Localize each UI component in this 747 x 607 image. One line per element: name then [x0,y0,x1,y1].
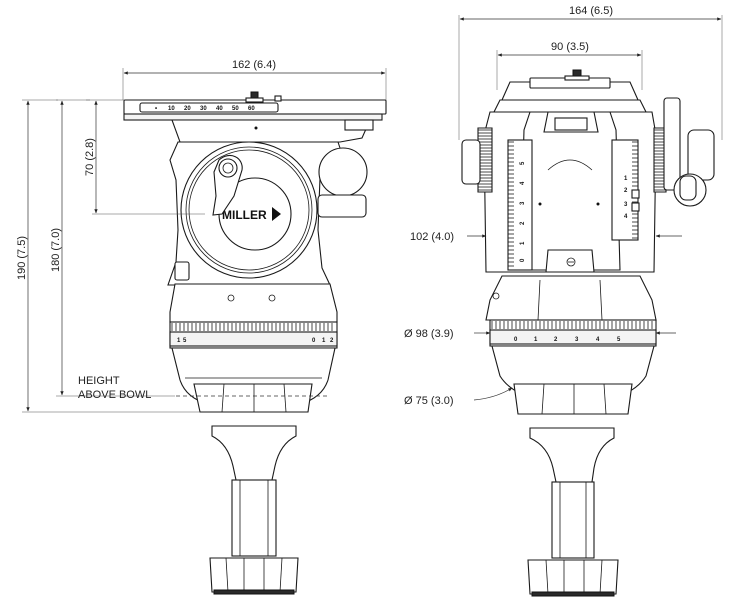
drag-knob [212,155,243,216]
ring-mark: 0 [514,337,518,343]
tilt-mark: 4 [624,214,628,220]
side-view: 162 (6.4) • 10 20 30 40 50 60 [16,59,387,595]
head-body: MILLER [167,141,368,286]
plate-scale: • 10 20 30 40 50 60 [155,106,255,112]
tilt-mark: 0 [520,258,526,262]
plate-scale-mark: 50 [232,106,239,112]
diameter-label-75: Ø 75 (3.0) [404,395,454,407]
plate-scale-mark: 40 [216,106,223,112]
height-label-70: 70 (2.8) [84,138,96,176]
base-housing: 1 5 0 1 2 [169,283,338,413]
overall-width-dimension-164: 164 (6.5) [458,5,723,140]
ring-marks-left: 1 5 [177,338,187,344]
ring-mark: 1 [534,337,538,343]
height-dimension-70: 70 (2.8) [84,99,205,215]
ring-mark: 0 [312,338,316,344]
bowl-label-line2: ABOVE BOWL [78,389,151,401]
tilt-mark: 1 [624,176,628,182]
width-label-90: 90 (3.5) [551,41,589,53]
tilt-mark: 3 [520,201,526,205]
plate-scale-mark: 60 [248,106,255,112]
ring-marks-right: 0 1 2 [312,338,334,344]
svg-text:•: • [155,106,157,112]
tilt-mark: 1 [520,241,526,245]
ring-mark: 4 [596,337,600,343]
front-ring-scale: 0 1 2 3 4 5 [514,337,621,343]
diameter-dimension-75: Ø 75 (3.0) [404,387,513,407]
body-width-dimension-90: 90 (3.5) [496,41,643,90]
plate-scale-mark: 10 [168,106,175,112]
ring-mark: 5 [617,337,621,343]
ring-mark: 2 [554,337,558,343]
width-label-164: 164 (6.5) [569,5,613,17]
bowl-label-line1: HEIGHT [78,375,120,387]
width-label-162: 162 (6.4) [232,59,276,71]
tilt-mark: 5 [520,161,526,165]
height-label-190: 190 (7.5) [16,236,28,280]
brand-logo: MILLER [222,208,267,222]
width-dimension-162: 162 (6.4) [122,59,387,100]
camera-plate: • 10 20 30 40 50 60 [123,91,387,121]
ring-mark: 5 [183,338,187,344]
front-leveling-stem [527,427,619,597]
tilt-mark: 2 [624,188,628,194]
height-dimension-180: 180 (7.0) [50,99,175,397]
front-view: 164 (6.5) 90 (3.5) [404,5,723,597]
plate-scale-mark: 20 [184,106,191,112]
front-head-body: 5 4 3 2 1 0 1 2 3 4 [461,97,715,273]
tilt-mark: 4 [520,181,526,185]
ring-mark: 1 [177,338,181,344]
diameter-dimension-98: Ø 98 (3.9) [404,328,676,340]
diameter-label-98: Ø 98 (3.9) [404,328,454,340]
depth-dimension-102: 102 (4.0) [410,231,682,243]
tilt-scale-right: 1 2 3 4 [624,176,628,220]
ring-mark: 1 [322,338,326,344]
tilt-mark: 2 [520,221,526,225]
pan-scale-ticks [171,323,333,331]
height-dimension-190: 190 (7.5) [16,99,200,413]
tilt-mark: 3 [624,202,628,208]
tilt-scale-left: 5 4 3 2 1 0 [520,161,526,262]
leveling-stem [209,425,299,595]
ring-mark: 3 [575,337,579,343]
front-base-housing: 0 1 2 3 4 5 [485,275,657,415]
front-pan-scale-ticks [491,321,653,329]
depth-label-102: 102 (4.0) [410,231,454,243]
tilt-scale-ticks-left [508,141,514,267]
height-label-180: 180 (7.0) [50,228,62,272]
ring-mark: 2 [330,338,334,344]
front-camera-plate [493,69,647,113]
plate-scale-mark: 30 [200,106,207,112]
